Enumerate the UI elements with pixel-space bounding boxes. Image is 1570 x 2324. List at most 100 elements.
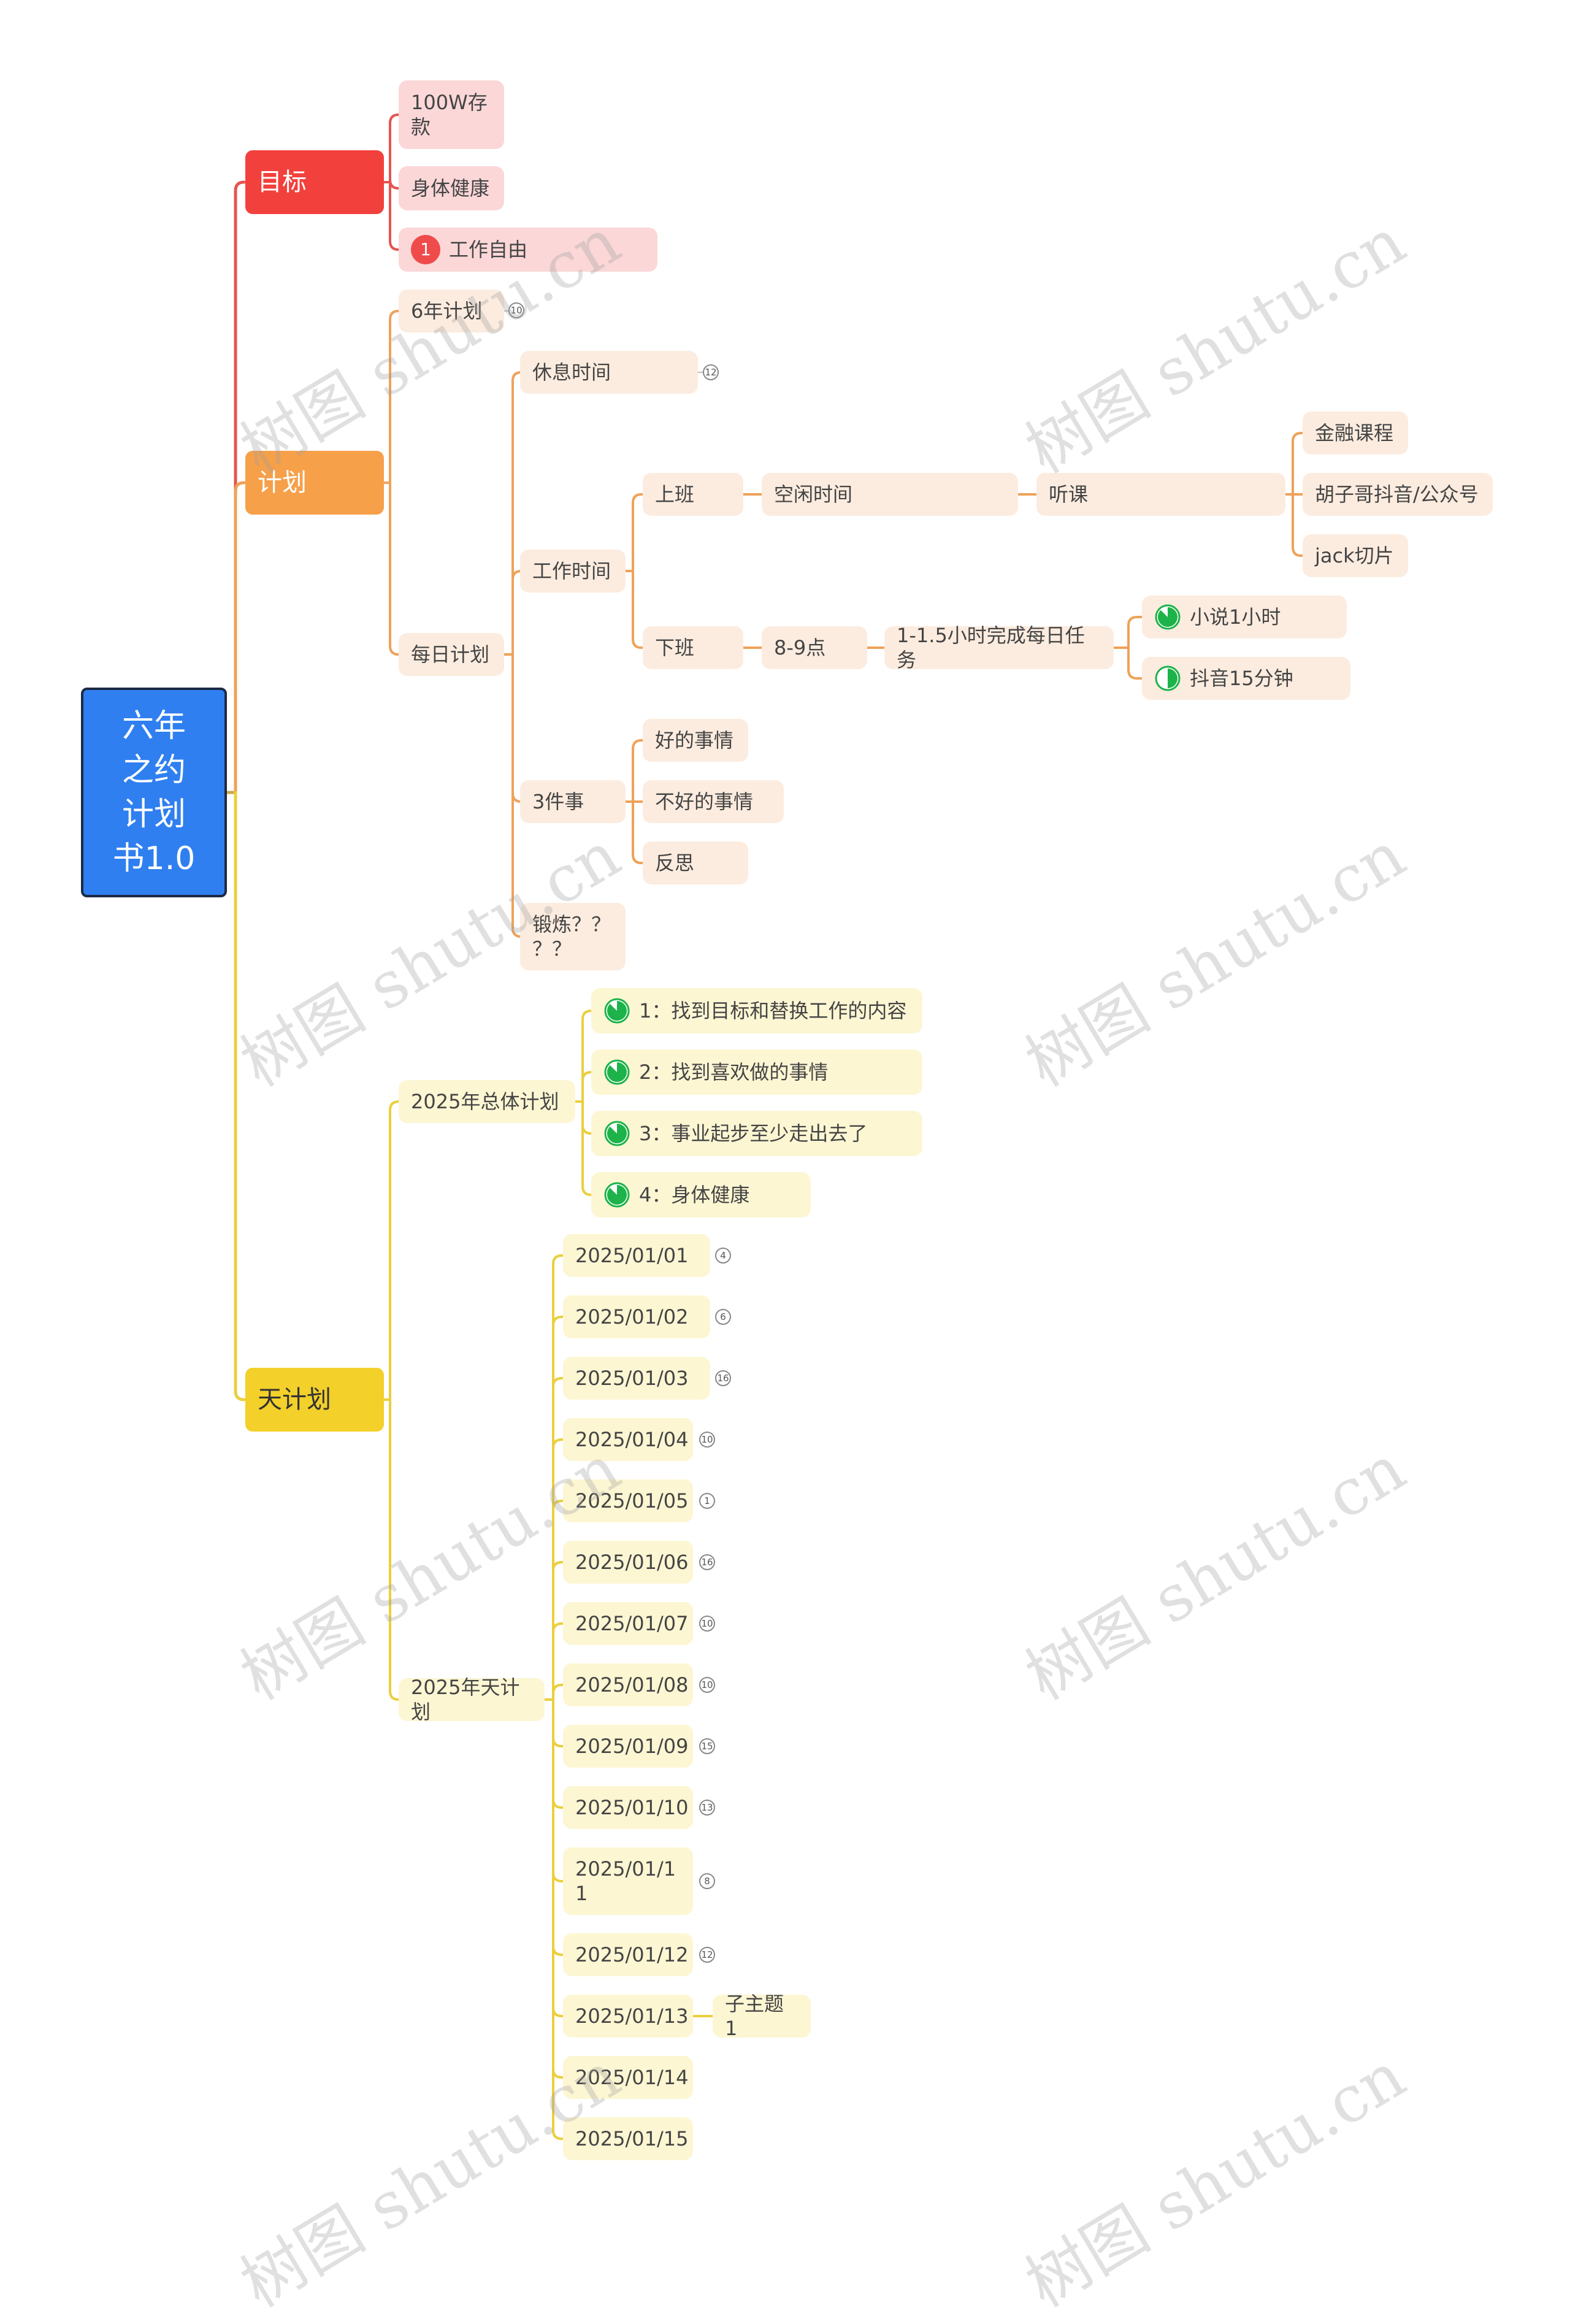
reflection[interactable]: 反思 bbox=[643, 842, 748, 884]
date-label: 2025/01/05 bbox=[575, 1489, 689, 1513]
date-item[interactable]: 2025/01/1 1 bbox=[563, 1847, 693, 1915]
date-item[interactable]: 2025/01/10 bbox=[563, 1786, 693, 1829]
branch-goal[interactable]: 目标 bbox=[245, 150, 384, 214]
date-item[interactable]: 2025/01/14 bbox=[563, 2056, 693, 2099]
three-things[interactable]: 3件事 bbox=[520, 780, 626, 823]
course-douyin[interactable]: 胡子哥抖音/公众号 bbox=[1303, 473, 1493, 516]
work-time[interactable]: 工作时间 bbox=[520, 550, 626, 593]
novel-hour-label: 小说1小时 bbox=[1190, 605, 1281, 629]
date-label: 2025/01/09 bbox=[575, 1735, 689, 1758]
listen-class[interactable]: 听课 bbox=[1036, 473, 1285, 516]
off-duty-label: 下班 bbox=[655, 636, 695, 659]
on-duty-label: 上班 bbox=[655, 483, 695, 506]
overall-plan-2025[interactable]: 2025年总体计划 bbox=[399, 1080, 575, 1123]
douyin-15min[interactable]: 抖音15分钟 bbox=[1142, 657, 1350, 700]
date-label: 2025/01/04 bbox=[575, 1428, 689, 1451]
novel-hour[interactable]: 小说1小时 bbox=[1142, 596, 1347, 639]
date-item[interactable]: 2025/01/15 bbox=[563, 2117, 693, 2160]
overall-item-3[interactable]: 3：事业起步至少走出去了 bbox=[591, 1111, 922, 1156]
goal-savings[interactable]: 100W存 款 bbox=[399, 80, 504, 149]
six-year-plan-count-badge[interactable]: 10 bbox=[508, 302, 524, 318]
date-count-badge[interactable]: 10 bbox=[699, 1616, 715, 1632]
course-finance[interactable]: 金融课程 bbox=[1303, 412, 1408, 454]
date-item[interactable]: 2025/01/12 bbox=[563, 1933, 693, 1976]
branch-plan-label: 计划 bbox=[258, 469, 307, 497]
date-item[interactable]: 2025/01/04 bbox=[563, 1418, 693, 1461]
date-label: 2025/01/13 bbox=[575, 2004, 689, 2028]
date-item[interactable]: 2025/01/02 bbox=[563, 1295, 710, 1338]
daily-plan[interactable]: 每日计划 bbox=[399, 633, 504, 676]
root-topic[interactable]: 六年 之约 计划 书1.0 bbox=[81, 688, 227, 897]
course-jack-label: jack切片 bbox=[1315, 544, 1394, 567]
root-topic-label: 六年 之约 计划 书1.0 bbox=[112, 708, 196, 877]
date-item[interactable]: 2025/01/07 bbox=[563, 1602, 693, 1645]
date-label: 2025/01/01 bbox=[575, 1244, 689, 1267]
date-count-badge[interactable]: 6 bbox=[715, 1309, 731, 1325]
three-things-label: 3件事 bbox=[532, 790, 584, 813]
progress-pie-icon bbox=[604, 998, 630, 1024]
date-count-badge[interactable]: 10 bbox=[699, 1677, 715, 1693]
date-count-badge[interactable]: 1 bbox=[699, 1493, 715, 1509]
goal-health[interactable]: 身体健康 bbox=[399, 166, 504, 210]
date-count-badge[interactable]: 13 bbox=[699, 1800, 715, 1816]
rest-time-label: 休息时间 bbox=[532, 361, 611, 384]
progress-pie-icon bbox=[1155, 604, 1181, 630]
on-duty[interactable]: 上班 bbox=[643, 473, 743, 516]
overall-item-4[interactable]: 4：身体健康 bbox=[591, 1172, 811, 1218]
good-things-label: 好的事情 bbox=[655, 729, 734, 752]
date-count-badge[interactable]: 4 bbox=[715, 1248, 731, 1264]
date-count-badge[interactable]: 8 bbox=[699, 1873, 715, 1889]
exercise[interactable]: 锻炼？？ ？？ bbox=[520, 903, 626, 970]
date-count-badge[interactable]: 12 bbox=[699, 1947, 715, 1963]
off-duty-time[interactable]: 8-9点 bbox=[762, 626, 867, 669]
date-count-badge[interactable]: 15 bbox=[699, 1738, 715, 1754]
branch-day-plan[interactable]: 天计划 bbox=[245, 1368, 384, 1432]
date-label: 2025/01/06 bbox=[575, 1551, 689, 1574]
date-label: 2025/01/03 bbox=[575, 1367, 689, 1390]
date-item[interactable]: 2025/01/08 bbox=[563, 1663, 693, 1706]
date-label: 2025/01/10 bbox=[575, 1796, 689, 1819]
date-item[interactable]: 2025/01/05 bbox=[563, 1479, 693, 1522]
sub-topic-1[interactable]: 子主题 1 bbox=[713, 1992, 811, 2040]
six-year-plan-label: 6年计划 bbox=[411, 299, 483, 323]
overall-item-2[interactable]: 2：找到喜欢做的事情 bbox=[591, 1049, 922, 1095]
overall-item-1[interactable]: 1：找到目标和替换工作的内容 bbox=[591, 988, 922, 1034]
progress-pie-icon bbox=[604, 1182, 630, 1208]
overall-plan-2025-label: 2025年总体计划 bbox=[411, 1090, 559, 1113]
work-time-label: 工作时间 bbox=[532, 559, 611, 583]
idle-time-label: 空闲时间 bbox=[774, 483, 853, 506]
date-count-badge[interactable]: 16 bbox=[699, 1554, 715, 1570]
date-count-badge[interactable]: 16 bbox=[715, 1370, 731, 1386]
date-item[interactable]: 2025/01/01 bbox=[563, 1234, 710, 1277]
rest-time[interactable]: 休息时间 bbox=[520, 351, 698, 394]
overall-item-2-label: 2：找到喜欢做的事情 bbox=[639, 1060, 829, 1084]
date-item[interactable]: 2025/01/09 bbox=[563, 1725, 693, 1768]
date-label: 2025/01/08 bbox=[575, 1673, 689, 1697]
six-year-plan[interactable]: 6年计划 bbox=[399, 290, 504, 332]
off-duty-time-label: 8-9点 bbox=[774, 636, 826, 659]
off-duty[interactable]: 下班 bbox=[643, 626, 743, 669]
connector-lines bbox=[225, 113, 1304, 2140]
date-label: 2025/01/15 bbox=[575, 2127, 689, 2150]
date-item[interactable]: 2025/01/03 bbox=[563, 1357, 710, 1400]
yearly-day-plan-2025[interactable]: 2025年天计划 bbox=[399, 1676, 545, 1724]
date-count-badge[interactable]: 10 bbox=[699, 1432, 715, 1448]
goal-work-freedom[interactable]: 1 工作自由 bbox=[399, 228, 657, 272]
bad-things-label: 不好的事情 bbox=[655, 790, 754, 813]
overall-item-4-label: 4：身体健康 bbox=[639, 1183, 750, 1206]
progress-pie-icon bbox=[604, 1059, 630, 1085]
date-item[interactable]: 2025/01/06 bbox=[563, 1541, 693, 1584]
course-jack[interactable]: jack切片 bbox=[1303, 534, 1408, 577]
date-item[interactable]: 2025/01/13 bbox=[563, 1995, 693, 2038]
exercise-label: 锻炼？？ ？？ bbox=[532, 913, 611, 961]
overall-item-1-label: 1：找到目标和替换工作的内容 bbox=[639, 999, 907, 1022]
yearly-day-plan-2025-label: 2025年天计划 bbox=[411, 1676, 520, 1724]
idle-time[interactable]: 空闲时间 bbox=[762, 473, 1018, 516]
overall-item-3-label: 3：事业起步至少走出去了 bbox=[639, 1122, 868, 1145]
course-finance-label: 金融课程 bbox=[1315, 421, 1394, 445]
rest-time-count-badge[interactable]: 12 bbox=[703, 364, 719, 380]
good-things[interactable]: 好的事情 bbox=[643, 719, 748, 762]
branch-plan[interactable]: 计划 bbox=[245, 451, 384, 515]
daily-task[interactable]: 1-1.5小时完成每日任务 bbox=[884, 624, 1114, 672]
bad-things[interactable]: 不好的事情 bbox=[643, 780, 784, 823]
